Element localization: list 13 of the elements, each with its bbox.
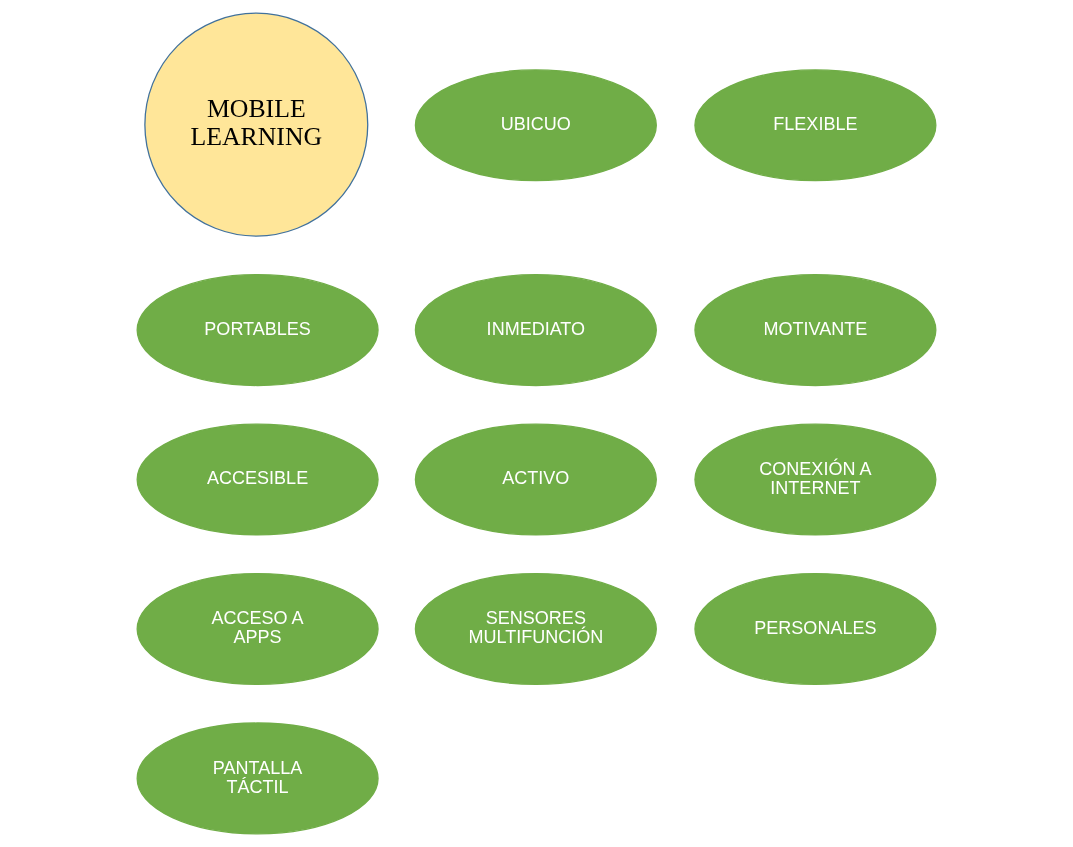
node-ellipse: CONEXIÓN A INTERNET (694, 423, 937, 536)
node-ellipse: ACCESIBLE (136, 423, 379, 536)
node-ellipse: MOTIVANTE (694, 274, 937, 387)
node-ellipse: SENSORES MULTIFUNCIÓN (414, 572, 657, 685)
node-ellipse: PERSONALES (694, 572, 937, 685)
node-ellipse: UBICUO (414, 69, 657, 182)
node-ellipse: INMEDIATO (414, 274, 657, 387)
node-ellipse: ACTIVO (414, 423, 657, 536)
node-ellipse: PORTABLES (136, 274, 379, 387)
node-ellipse: ACCESO A APPS (136, 572, 379, 685)
node-circle: MOBILE LEARNING (144, 12, 369, 237)
node-ellipse: PANTALLA TÁCTIL (136, 722, 379, 835)
node-ellipse: FLEXIBLE (694, 69, 937, 182)
